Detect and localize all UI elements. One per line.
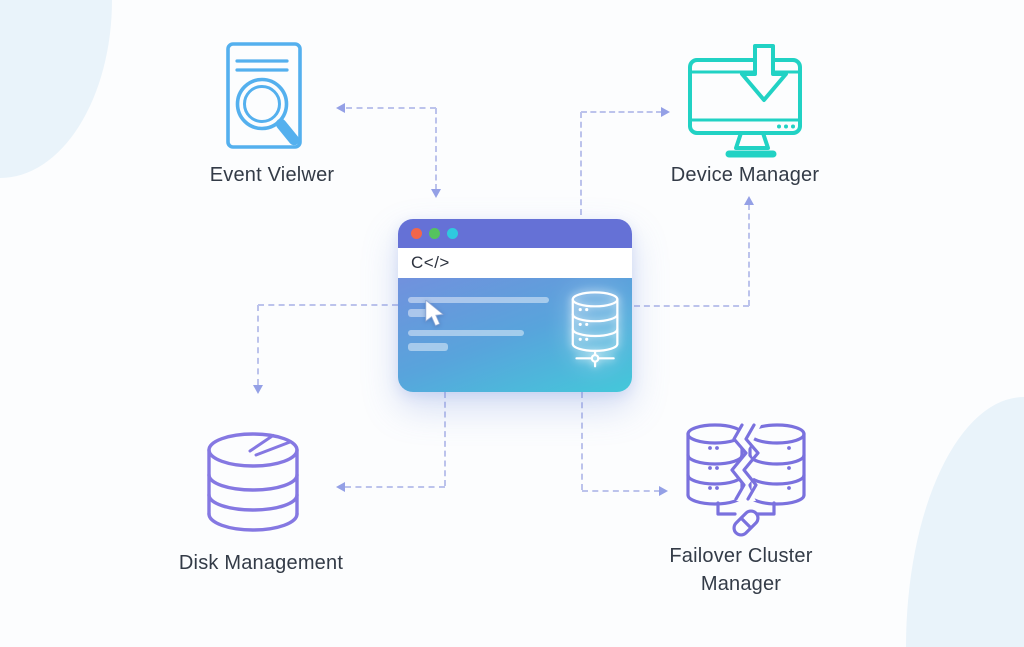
label-device-manager: Device Manager xyxy=(670,164,820,186)
window-content xyxy=(398,278,632,392)
traffic-light-red xyxy=(411,228,422,239)
database-network-icon xyxy=(570,291,622,374)
connector-window-bottom-left-v xyxy=(444,392,446,486)
connector-window-left-h xyxy=(258,304,398,306)
document-magnifier-icon xyxy=(223,40,307,152)
text-line-placeholder xyxy=(408,309,438,317)
connector-bottom-right-h xyxy=(582,490,660,492)
arrowhead-down-to-window xyxy=(431,189,441,198)
connector-bottom-left-h xyxy=(345,486,445,488)
decorative-blob-bottom-right xyxy=(906,397,1024,647)
connector-down-to-disk-management-v xyxy=(257,305,259,385)
text-line-placeholder xyxy=(408,330,524,336)
mouse-pointer-icon xyxy=(424,298,448,333)
address-text: C</> xyxy=(411,253,450,272)
connector-window-right-h xyxy=(634,305,749,307)
text-line-placeholder xyxy=(408,297,549,303)
monitor-download-icon xyxy=(684,44,806,164)
arrowhead-left-disk-management xyxy=(336,482,345,492)
connector-window-bottom-right-v xyxy=(581,392,583,490)
connector-up-to-device-manager-v xyxy=(748,204,750,306)
connector-window-to-device-manager-h xyxy=(581,111,662,113)
label-event-viewer: Event Vielwer xyxy=(209,164,335,186)
arrowhead-right-failover xyxy=(659,486,668,496)
traffic-light-cyan xyxy=(447,228,458,239)
connector-center-to-event-viewer-h xyxy=(346,107,436,109)
connector-center-to-event-viewer-v xyxy=(435,108,437,190)
window-titlebar xyxy=(398,219,632,248)
text-line-placeholder xyxy=(408,343,448,351)
disk-stack-slice-icon xyxy=(203,430,303,534)
split-servers-link-icon xyxy=(684,423,808,541)
arrowhead-left-event-viewer xyxy=(336,103,345,113)
traffic-light-green xyxy=(429,228,440,239)
window-address-bar: C</> xyxy=(398,248,632,278)
arrowhead-right-device-manager xyxy=(661,107,670,117)
code-browser-window: C</> xyxy=(398,219,632,392)
label-disk-management: Disk Management xyxy=(178,552,344,574)
connector-window-to-device-manager-v xyxy=(580,112,582,215)
decorative-blob-top-left xyxy=(0,0,112,178)
arrowhead-up-device-manager xyxy=(744,196,754,205)
label-failover-cluster-manager: Failover Cluster Manager xyxy=(669,545,813,595)
arrowhead-down-disk-management xyxy=(253,385,263,394)
